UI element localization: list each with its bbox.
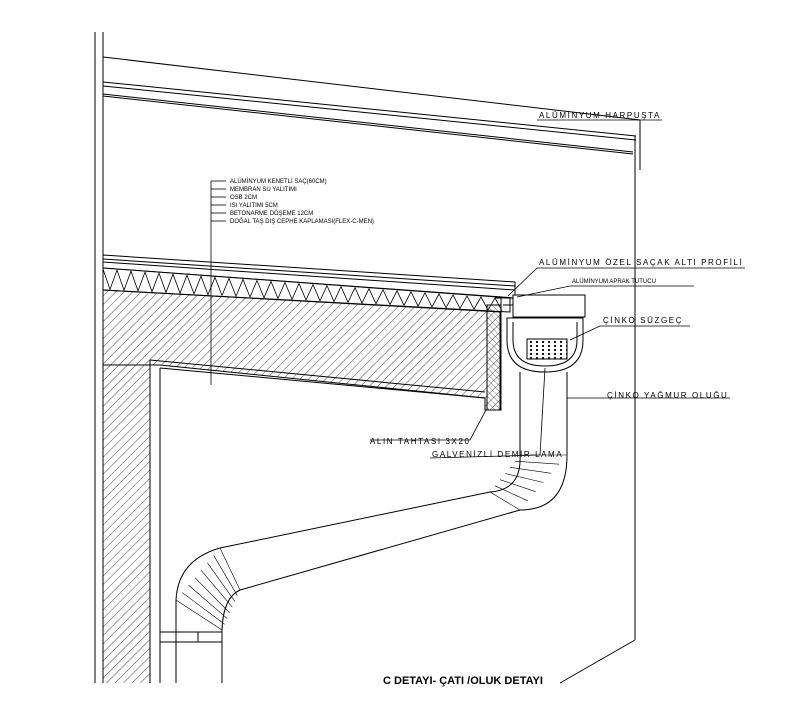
drawing-title: C DETAYI- ÇATI /OLUK DETAYI xyxy=(383,675,543,687)
elbow-rib xyxy=(494,485,528,502)
layer-label-1: ALÜMİNYUM KENETLİ SAÇ(60CM) xyxy=(230,178,327,185)
elbow-rib xyxy=(504,473,544,483)
elbow-rib xyxy=(182,592,225,625)
elbow-rib xyxy=(207,562,236,602)
elbow-rib xyxy=(175,599,223,631)
elbow-rib xyxy=(509,467,552,474)
label-fascia-board: ALIN TAHTASI 3X20 xyxy=(370,437,471,446)
elbow-rib xyxy=(200,570,233,608)
callout-leaders xyxy=(370,119,745,459)
label-gutter-bracket: ALÜMİNYUM APRAK TUTUCU xyxy=(572,278,656,285)
layer-label-3: OSB 2CM xyxy=(230,195,257,201)
elbow-rib xyxy=(499,479,536,492)
label-fascia: ALÜMİNYUM HARPUŞTA xyxy=(539,111,661,120)
insulation-zigzag xyxy=(102,268,503,311)
label-downpipe: ÇİNKO YAĞMUR OLUĞU xyxy=(607,391,728,400)
elbow-rib xyxy=(219,547,241,591)
roof-layers xyxy=(102,254,516,683)
downpipe xyxy=(160,372,568,683)
label-filter: ÇİNKO SÜZGEÇ xyxy=(603,316,683,325)
layer-leaders xyxy=(210,180,226,385)
layer-label-5: BETONARME DÖŞEME 12CM xyxy=(230,210,313,217)
gutter xyxy=(506,294,586,373)
label-galv-strip: GALVENİZLİ DEMİR LAMA xyxy=(432,450,563,459)
wall-lines xyxy=(94,32,104,683)
label-soffit-profile: ALÜMİNYUM ÖZEL SAÇAK ALTI PROFİLİ xyxy=(539,258,743,267)
elbow-rib xyxy=(194,577,230,614)
layer-label-4: ISI YALITIMI 5CM xyxy=(230,203,278,209)
fascia-board xyxy=(486,298,502,411)
elbow-rib xyxy=(188,584,228,619)
layer-label-2: MEMBRAN SU YALITIMI xyxy=(230,187,297,193)
layer-list: ALÜMİNYUM KENETLİ SAÇ(60CM) MEMBRAN SU Y… xyxy=(230,178,374,225)
downpipe-elbow-ribs xyxy=(175,454,567,631)
elbow-rib xyxy=(514,460,560,465)
layer-label-6: DOĞAL TAŞ DIŞ CEPHE KAPLAMASI(FLEX-C-MEN… xyxy=(230,218,374,225)
elbow-rib xyxy=(213,555,238,596)
elbow-rib xyxy=(489,491,521,511)
